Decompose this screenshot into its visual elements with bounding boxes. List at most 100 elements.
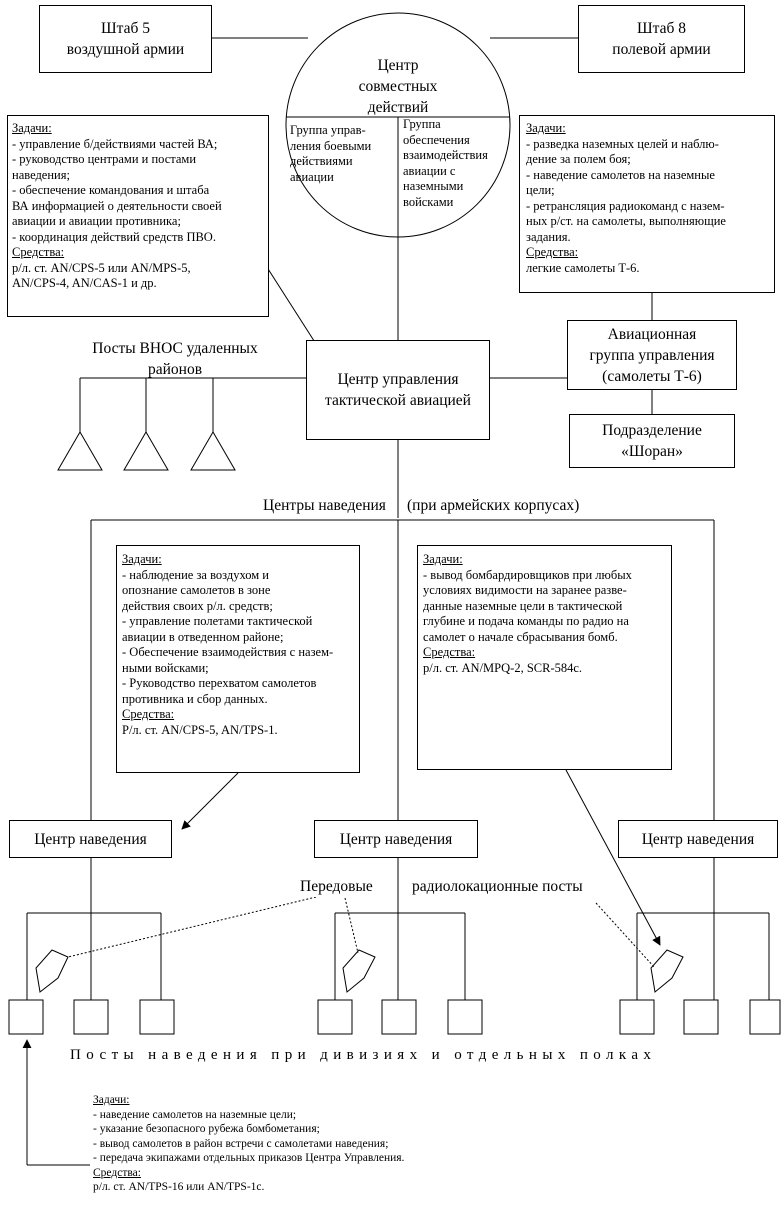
task-line: задания.: [526, 229, 571, 244]
task-line: ными войсками;: [122, 660, 209, 675]
task-line: - ретрансляция радиокоманд с назем-: [526, 198, 725, 213]
joint-center-title: Центр совместных действий: [318, 55, 478, 118]
task-line: ных р/ст. на самолеты, выполняющие: [526, 214, 726, 228]
division-post: [381, 999, 417, 1035]
aviation-group-line: (самолеты Т-6): [602, 367, 702, 385]
vnos-post-3: [190, 431, 236, 471]
vnos-posts-label: Посты ВНОС удаленных районов: [70, 338, 280, 380]
means-line: AN/CPS-4, AN/CAS-1 и др.: [12, 276, 157, 290]
division-post: [683, 999, 719, 1035]
tac-center-line: Центр управления: [337, 371, 459, 388]
vnos-posts-line: районов: [147, 361, 203, 378]
guidance-center-tasks-box: Задачи: - наблюдение за воздухом и опозн…: [116, 545, 360, 773]
guidance-center-middle-box: Центр наведения: [314, 820, 478, 858]
means-line: р/л. ст. AN/MPQ-2, SCR-584c.: [423, 660, 583, 675]
division-post: [749, 999, 781, 1035]
hq-field-line1: Штаб 8: [636, 20, 686, 37]
air-army-tasks-box: Задачи: - управление б/действиями частей…: [7, 115, 269, 317]
task-line: дение за полем боя;: [526, 152, 631, 166]
means-line: р/л. ст. AN/TPS-16 или AN/TPS-1с.: [93, 1181, 265, 1193]
tasks-label: Задачи:: [93, 1094, 130, 1106]
joint-right-group-line: войсками: [403, 194, 454, 209]
field-army-tasks-box: Задачи: - разведка наземных целей и набл…: [519, 115, 775, 293]
aviation-control-group-box: Авиационная группа управления (самолеты …: [567, 320, 737, 390]
task-line: авиации и авиации противника;: [12, 214, 181, 228]
division-post: [447, 999, 483, 1035]
task-line: авиации в отведенном районе;: [122, 629, 284, 644]
tactical-aviation-center-box: Центр управления тактической авиацией: [306, 340, 490, 440]
means-line: Р/л. ст. AN/CPS-5, AN/TPS-1.: [122, 722, 278, 737]
task-line: - управление б/действиями частей ВА;: [12, 136, 218, 151]
division-post: [139, 999, 175, 1035]
joint-left-group-line: действиями: [290, 154, 353, 168]
radar-post-icon-right: [650, 949, 684, 993]
division-post: [73, 999, 109, 1035]
means-label: Средства:: [526, 245, 579, 259]
task-line: самолет о начале сбрасывания бомб.: [423, 629, 618, 644]
hq-air-army-box: Штаб 5 воздушной армии: [39, 5, 212, 73]
forward-dotted-middle: [344, 897, 359, 954]
joint-right-group-line: Группа: [403, 117, 441, 131]
joint-center-title-line: действий: [367, 99, 429, 116]
guidance-center-label: Центр наведения: [641, 830, 755, 848]
guidance-center-right-box: Центр наведения: [618, 820, 778, 858]
task-line: - указание безопасного рубежа бомбометан…: [93, 1123, 320, 1135]
bomber-guidance-tasks-box: Задачи: - вывод бомбардировщиков при люб…: [417, 545, 672, 770]
task-line: - передача экипажами отдельных приказов …: [93, 1152, 405, 1164]
task-line: - вывод бомбардировщиков при любых: [423, 567, 632, 582]
division-post: [619, 999, 655, 1035]
shoran-line: Подразделение: [602, 422, 702, 439]
task-line: - руководство центрами и постами: [12, 152, 197, 166]
aviation-group-line: Авиационная: [607, 325, 697, 343]
joint-right-group-line: взаимодействия: [403, 148, 488, 162]
means-label: Средства:: [93, 1166, 141, 1179]
forward-dotted-left: [67, 896, 317, 958]
task-line: - вывод самолетов в район встречи с само…: [93, 1137, 389, 1150]
task-line: цели;: [526, 183, 555, 197]
hq-air-line1: Штаб 5: [100, 20, 150, 37]
joint-center-title-line: совместных: [358, 78, 438, 95]
radar-posts-label: радиолокационные посты: [410, 876, 585, 897]
task-line: - Обеспечение взаимодействия с назем-: [122, 645, 334, 659]
radar-dotted-right: [595, 902, 656, 969]
army-corps-label: (при армейских корпусах): [404, 495, 583, 516]
guidance-center-label: Центр наведения: [339, 830, 453, 848]
task-line: глубине и подача команды по радио на: [423, 614, 629, 628]
vnos-posts-line: Посты ВНОС удаленных: [92, 340, 258, 357]
radar-post-icon-left: [35, 949, 69, 993]
guidance-center-left-box: Центр наведения: [9, 820, 172, 858]
task-line: наведения;: [12, 167, 70, 182]
task-line: действия своих р/л. средств;: [122, 598, 273, 613]
joint-right-group-line: обеспечения: [403, 132, 470, 147]
center-tasks-arrow: [181, 772, 239, 830]
shoran-line: «Шоран»: [621, 443, 683, 460]
tasks-label: Задачи:: [122, 552, 162, 566]
joint-left-group-line: ления боевыми: [290, 138, 372, 153]
task-line: - обеспечение командования и штаба: [12, 183, 210, 197]
joint-left-group-line: Группа управ-: [290, 123, 366, 137]
task-line: условиях видимости на заранее разве-: [423, 583, 627, 597]
division-post: [317, 999, 353, 1035]
joint-center-title-line: Центр: [377, 57, 419, 74]
forward-label: Передовые: [298, 876, 375, 897]
means-label: Средства:: [122, 707, 175, 721]
hq-air-line2: воздушной армии: [66, 41, 185, 58]
hq-field-army-box: Штаб 8 полевой армии: [578, 5, 745, 73]
aviation-group-line: группа управления: [589, 346, 715, 364]
joint-left-group: Группа управ- ления боевыми действиями а…: [290, 123, 396, 185]
means-line: легкие самолеты Т-6.: [526, 260, 640, 275]
tasks-label: Задачи:: [526, 121, 566, 135]
radar-post-icon-middle: [342, 949, 376, 993]
tasks-label: Задачи:: [12, 121, 52, 135]
joint-right-group-line: наземными: [403, 179, 464, 193]
task-line: опознание самолетов в зоне: [122, 583, 271, 597]
task-line: - наведение самолетов на наземные цели;: [93, 1108, 297, 1121]
task-line: - разведка наземных целей и наблю-: [526, 136, 719, 151]
task-line: ВА информацией о деятельности своей: [12, 198, 222, 213]
tasks-label: Задачи:: [423, 552, 463, 566]
shoran-unit-box: Подразделение «Шоран»: [569, 414, 735, 468]
joint-center-circle-outline: [285, 12, 511, 238]
means-label: Средства:: [423, 645, 476, 659]
means-label: Средства:: [12, 245, 65, 259]
division-posts-label: Посты наведения при дивизиях и отдельных…: [70, 1047, 657, 1063]
